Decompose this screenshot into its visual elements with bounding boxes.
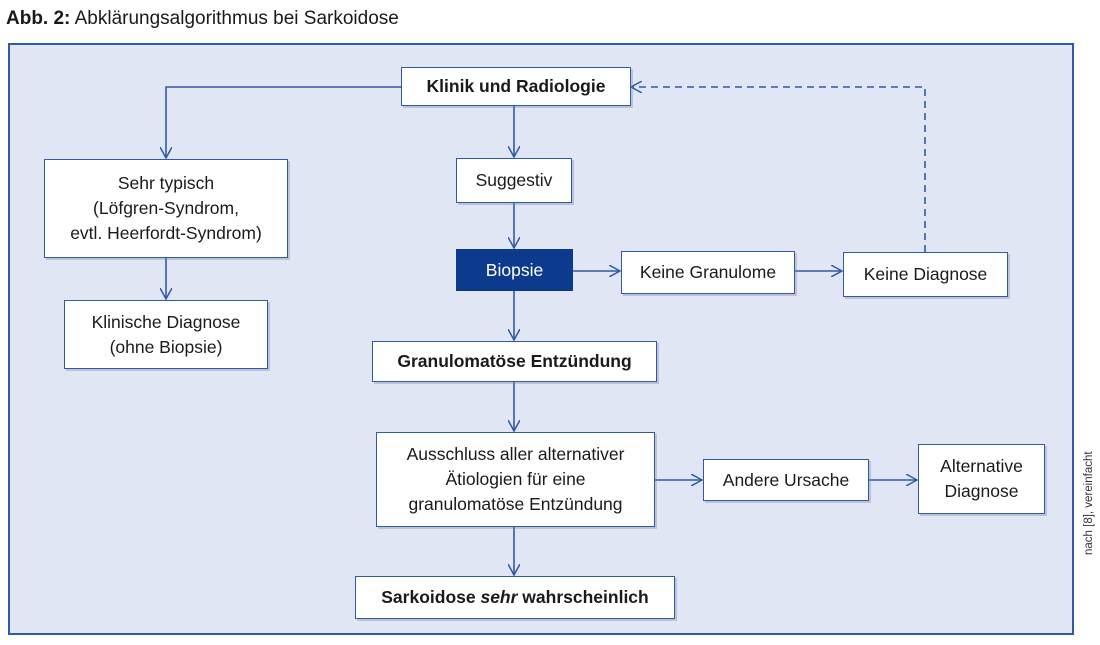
sehr-typisch-line-2: (Löfgren-Syndrom, (93, 198, 239, 218)
node-alternative-diagnose: Alternative Diagnose (918, 444, 1045, 514)
node-suggestiv: Suggestiv (456, 158, 572, 203)
alternative-diagnose-line-2: Diagnose (944, 481, 1019, 501)
figure-title-text: Abklärungsalgorithmus bei Sarkoidose (74, 8, 399, 29)
klinische-diagnose-line-2: (ohne Biopsie) (109, 336, 223, 357)
node-granulomatoese-entzuendung: Granulomatöse Entzündung (372, 341, 657, 382)
figure-label: Abb. 2: (6, 8, 71, 29)
klinische-diagnose-line-1: Klinische Diagnose (91, 311, 241, 332)
ausschluss-line-1: Ausschluss aller alternativer (406, 444, 625, 464)
edge-klinik-sehr-typisch (166, 86, 401, 158)
sarkoidose-text-em: sehr (480, 587, 518, 607)
node-sehr-typisch: Sehr typisch (Löfgren-Syndrom, evtl. Hee… (44, 159, 288, 258)
figure-credit-text: nach [8], vereinfacht (1083, 451, 1095, 555)
sarkoidose-text-post: wahrscheinlich (517, 587, 649, 607)
ausschluss-line-3: granulomatöse Entzündung (408, 494, 623, 514)
node-sarkoidose-wahrscheinlich: Sarkoidose sehr wahrscheinlich (355, 576, 675, 619)
sehr-typisch-line-3: evtl. Heerfordt-Syndrom) (70, 223, 262, 243)
figure-title: Abb. 2: Abklärungsalgorithmus bei Sarkoi… (6, 8, 399, 30)
node-keine-diagnose: Keine Diagnose (843, 252, 1008, 297)
node-ausschluss: Ausschluss aller alternativer Ätiologien… (376, 432, 655, 527)
node-klinik-und-radiologie: Klinik und Radiologie (401, 67, 631, 106)
ausschluss-line-2: Ätiologien für eine (445, 469, 586, 489)
sehr-typisch-line-1: Sehr typisch (117, 173, 215, 193)
edge-keine-diagnose-klinik (631, 87, 926, 252)
sarkoidose-text-pre: Sarkoidose (381, 587, 481, 607)
node-andere-ursache: Andere Ursache (703, 459, 869, 501)
node-klinische-diagnose: Klinische Diagnose (ohne Biopsie) (64, 300, 268, 369)
alternative-diagnose-line-1: Alternative (940, 456, 1023, 476)
node-biopsie: Biopsie (456, 249, 573, 291)
node-keine-granulome: Keine Granulome (621, 251, 795, 294)
